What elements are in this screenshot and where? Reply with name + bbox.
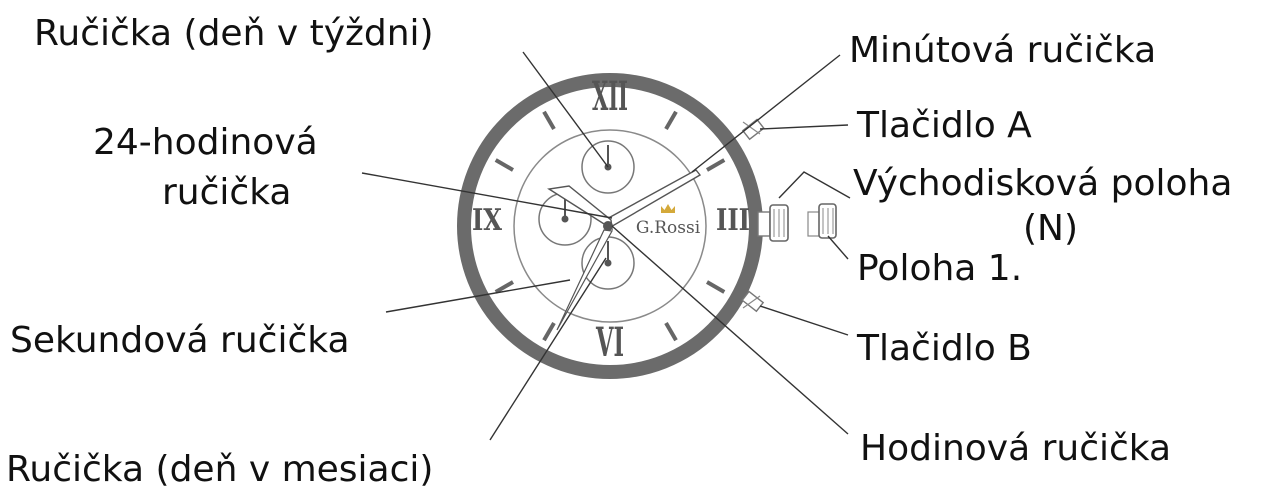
label-button-b: Tlačidlo B xyxy=(856,328,1032,369)
crown-position-n xyxy=(757,204,789,242)
label-minute-hand: Minútová ručička xyxy=(849,30,1156,71)
leader-date-hand xyxy=(489,257,607,441)
hour-tick xyxy=(664,321,678,342)
leader-button-b xyxy=(759,305,849,336)
hour-tick xyxy=(542,321,556,342)
numeral-12: XII xyxy=(592,73,628,120)
hour-ticks xyxy=(494,110,726,342)
crown-position-1 xyxy=(807,203,837,239)
label-weekday-hand: Ručička (deň v týždni) xyxy=(34,13,434,54)
hour-tick xyxy=(664,110,678,131)
leader-weekday-hand xyxy=(522,51,609,168)
numeral-9: IX xyxy=(472,203,503,238)
brand-logo-text: G.Rossi xyxy=(636,218,701,238)
label-24h-hand-line2: ručička xyxy=(162,172,291,213)
leader-24h-hand xyxy=(361,172,613,219)
labels: Ručička (deň v týždni) Minútová ručička … xyxy=(6,13,1232,489)
watch-case xyxy=(457,73,763,379)
pusher-b xyxy=(741,290,765,313)
label-button-a: Tlačidlo A xyxy=(856,105,1032,146)
leader-second-hand xyxy=(385,279,571,313)
crown-logo-icon xyxy=(661,204,675,213)
hour-tick xyxy=(494,158,515,172)
label-position-1: Poloha 1. xyxy=(857,248,1022,289)
dial-ring xyxy=(513,129,707,323)
label-24h-hand-line1: 24-hodinová xyxy=(93,122,318,163)
label-home-position-n: (N) xyxy=(1023,208,1078,249)
leader-home-position xyxy=(778,171,851,199)
hour-tick xyxy=(542,110,556,131)
numeral-6: VI xyxy=(595,319,624,366)
watch-illustration: XII VI IX III G.Rossi xyxy=(457,73,837,379)
subdial-24h-pin xyxy=(561,215,569,223)
label-hour-hand: Hodinová ručička xyxy=(860,428,1171,469)
pusher-a xyxy=(741,118,765,141)
subdial-date-pin xyxy=(604,259,612,267)
leader-hour-hand xyxy=(611,225,849,435)
leader-position-1 xyxy=(827,235,849,260)
leader-lines xyxy=(361,51,851,441)
leader-button-a xyxy=(759,124,849,130)
leader-minute-hand xyxy=(691,54,841,173)
label-date-hand: Ručička (deň v mesiaci) xyxy=(6,449,433,489)
hour-tick xyxy=(705,280,726,294)
center-pin xyxy=(603,221,613,231)
numeral-3: III xyxy=(716,203,750,238)
hour-tick xyxy=(705,158,726,172)
label-second-hand: Sekundová ručička xyxy=(10,320,350,361)
label-home-position: Východisková poloha xyxy=(853,163,1232,204)
hour-tick xyxy=(494,280,515,294)
